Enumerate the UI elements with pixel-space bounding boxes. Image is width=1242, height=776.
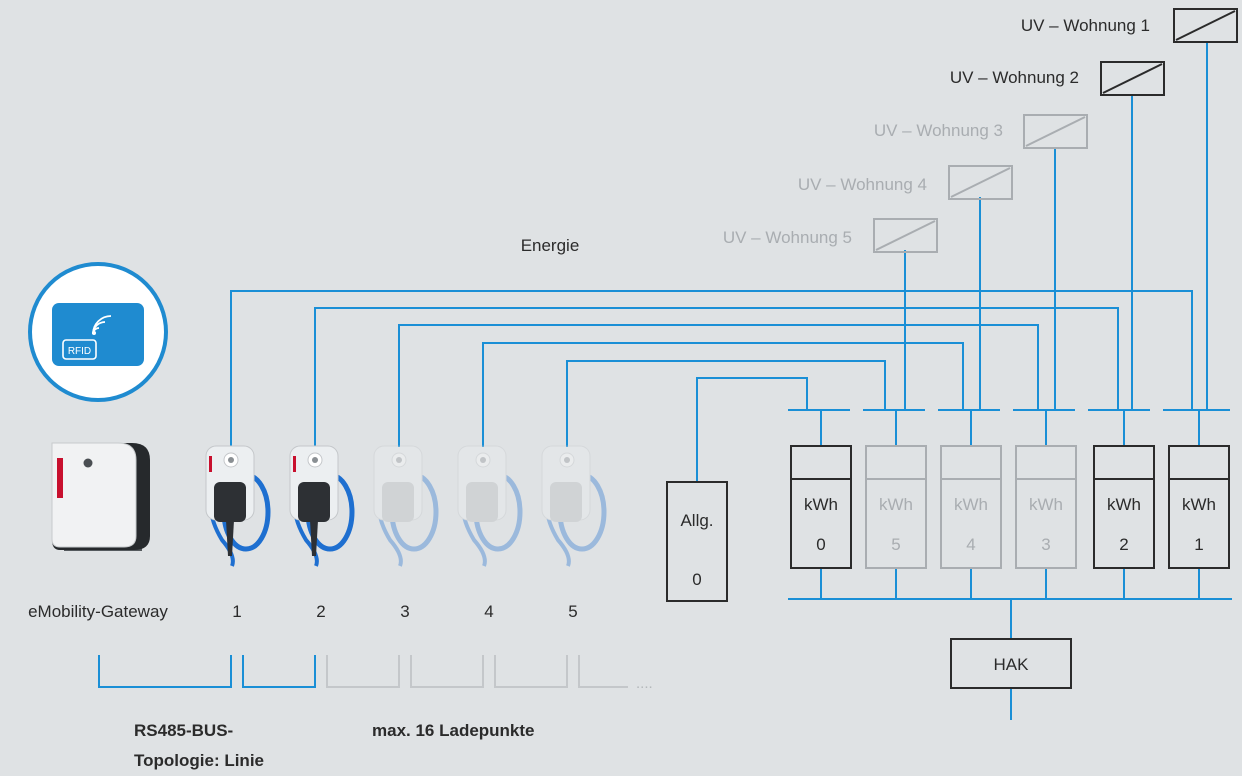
charging-point-label-3: 3 [400, 602, 409, 621]
meter-number: 0 [816, 535, 825, 554]
emobility-gateway-device [51, 442, 150, 551]
meter-number: 3 [1041, 535, 1050, 554]
lower-busbar [788, 568, 1232, 720]
meter-0: kWh 0 [790, 445, 852, 569]
bus-topology-line-1: RS485-BUS- [134, 721, 233, 740]
meter-unit: kWh [879, 495, 913, 514]
meter-2: kWh 2 [1093, 445, 1155, 569]
meter-1: kWh 1 [1168, 445, 1230, 569]
distribution-box [1100, 61, 1165, 96]
distribution-switch-icon [875, 220, 936, 251]
general-meter-number: 0 [692, 570, 701, 589]
meter-5: kWh 5 [865, 445, 927, 569]
charging-station-3 [373, 445, 439, 567]
distribution-unit-label: UV – Wohnung 2 [950, 68, 1079, 87]
hak-label: HAK [994, 655, 1030, 674]
distribution-switch-icon [1025, 116, 1086, 147]
meter-unit: kWh [954, 495, 988, 514]
general-meter-label: Allg. [680, 511, 713, 530]
hak-box: HAK [950, 638, 1072, 689]
charging-point-label-5: 5 [568, 602, 577, 621]
distribution-switch-icon [1175, 10, 1236, 41]
feeder-line-charger-1 [230, 290, 1193, 447]
distribution-switch-icon [1102, 63, 1163, 94]
distribution-unit-label: UV – Wohnung 3 [874, 121, 1003, 140]
distribution-box [1023, 114, 1088, 149]
upper-busbar [788, 409, 1230, 446]
bus-topology-line-2: Topologie: Linie [134, 751, 264, 770]
meter-unit: kWh [804, 495, 838, 514]
distribution-unit-1: UV – Wohnung 1 [1021, 8, 1238, 43]
distribution-box [873, 218, 938, 253]
charging-point-label-2: 2 [316, 602, 325, 621]
charging-station-2 [289, 445, 355, 567]
meter-unit: kWh [1182, 495, 1216, 514]
distribution-unit-4: UV – Wohnung 4 [798, 165, 1013, 200]
bus-segment-4 [410, 655, 484, 688]
meter-unit: kWh [1107, 495, 1141, 514]
charging-station-1 [205, 445, 271, 567]
distribution-switch-icon [950, 167, 1011, 198]
feeder-line-charger-2 [314, 307, 1119, 447]
energy-label: Energie [521, 236, 580, 255]
meter-number: 1 [1194, 535, 1203, 554]
rfid-card-icon: RFID [52, 303, 144, 366]
bus-segment-5 [494, 655, 568, 688]
distribution-unit-label: UV – Wohnung 5 [723, 228, 852, 247]
meter-unit: kWh [1029, 495, 1063, 514]
distribution-unit-label: UV – Wohnung 1 [1021, 16, 1150, 35]
distribution-box [948, 165, 1013, 200]
general-meter: Allg. 0 [666, 481, 728, 602]
bus-segment-6 [578, 655, 628, 688]
bus-segment-1 [98, 655, 232, 688]
distribution-unit-2: UV – Wohnung 2 [950, 61, 1165, 96]
bus-ellipsis: .... [636, 675, 653, 692]
bus-topology-label: RS485-BUS- Topologie: Linie [134, 721, 264, 770]
distribution-unit-label: UV – Wohnung 4 [798, 175, 927, 194]
gateway-label: eMobility-Gateway [28, 602, 168, 621]
charging-point-label-4: 4 [484, 602, 493, 621]
meter-number: 2 [1119, 535, 1128, 554]
charging-station-5 [541, 445, 607, 567]
feeder-line-charger-3 [398, 324, 1039, 447]
meter-number: 5 [891, 535, 900, 554]
rfid-badge: RFID [28, 262, 168, 402]
charging-station-4 [457, 445, 523, 567]
max-points-label: max. 16 Ladepunkte [372, 721, 535, 740]
bus-segment-2 [242, 655, 316, 688]
meter-number: 4 [966, 535, 975, 554]
distribution-box [1173, 8, 1238, 43]
distribution-lines [904, 43, 1208, 410]
meter-3: kWh 3 [1015, 445, 1077, 569]
distribution-unit-3: UV – Wohnung 3 [874, 114, 1088, 149]
charging-point-label-1: 1 [232, 602, 241, 621]
feeder-line-general [696, 377, 808, 482]
meter-4: kWh 4 [940, 445, 1002, 569]
bus-segment-3 [326, 655, 400, 688]
feeder-lines [230, 290, 1193, 482]
distribution-unit-5: UV – Wohnung 5 [723, 218, 938, 253]
feeder-line-charger-5 [566, 360, 886, 447]
rs485-bus [98, 655, 628, 688]
rfid-card-text: RFID [68, 346, 91, 357]
feeder-line-charger-4 [482, 342, 964, 447]
